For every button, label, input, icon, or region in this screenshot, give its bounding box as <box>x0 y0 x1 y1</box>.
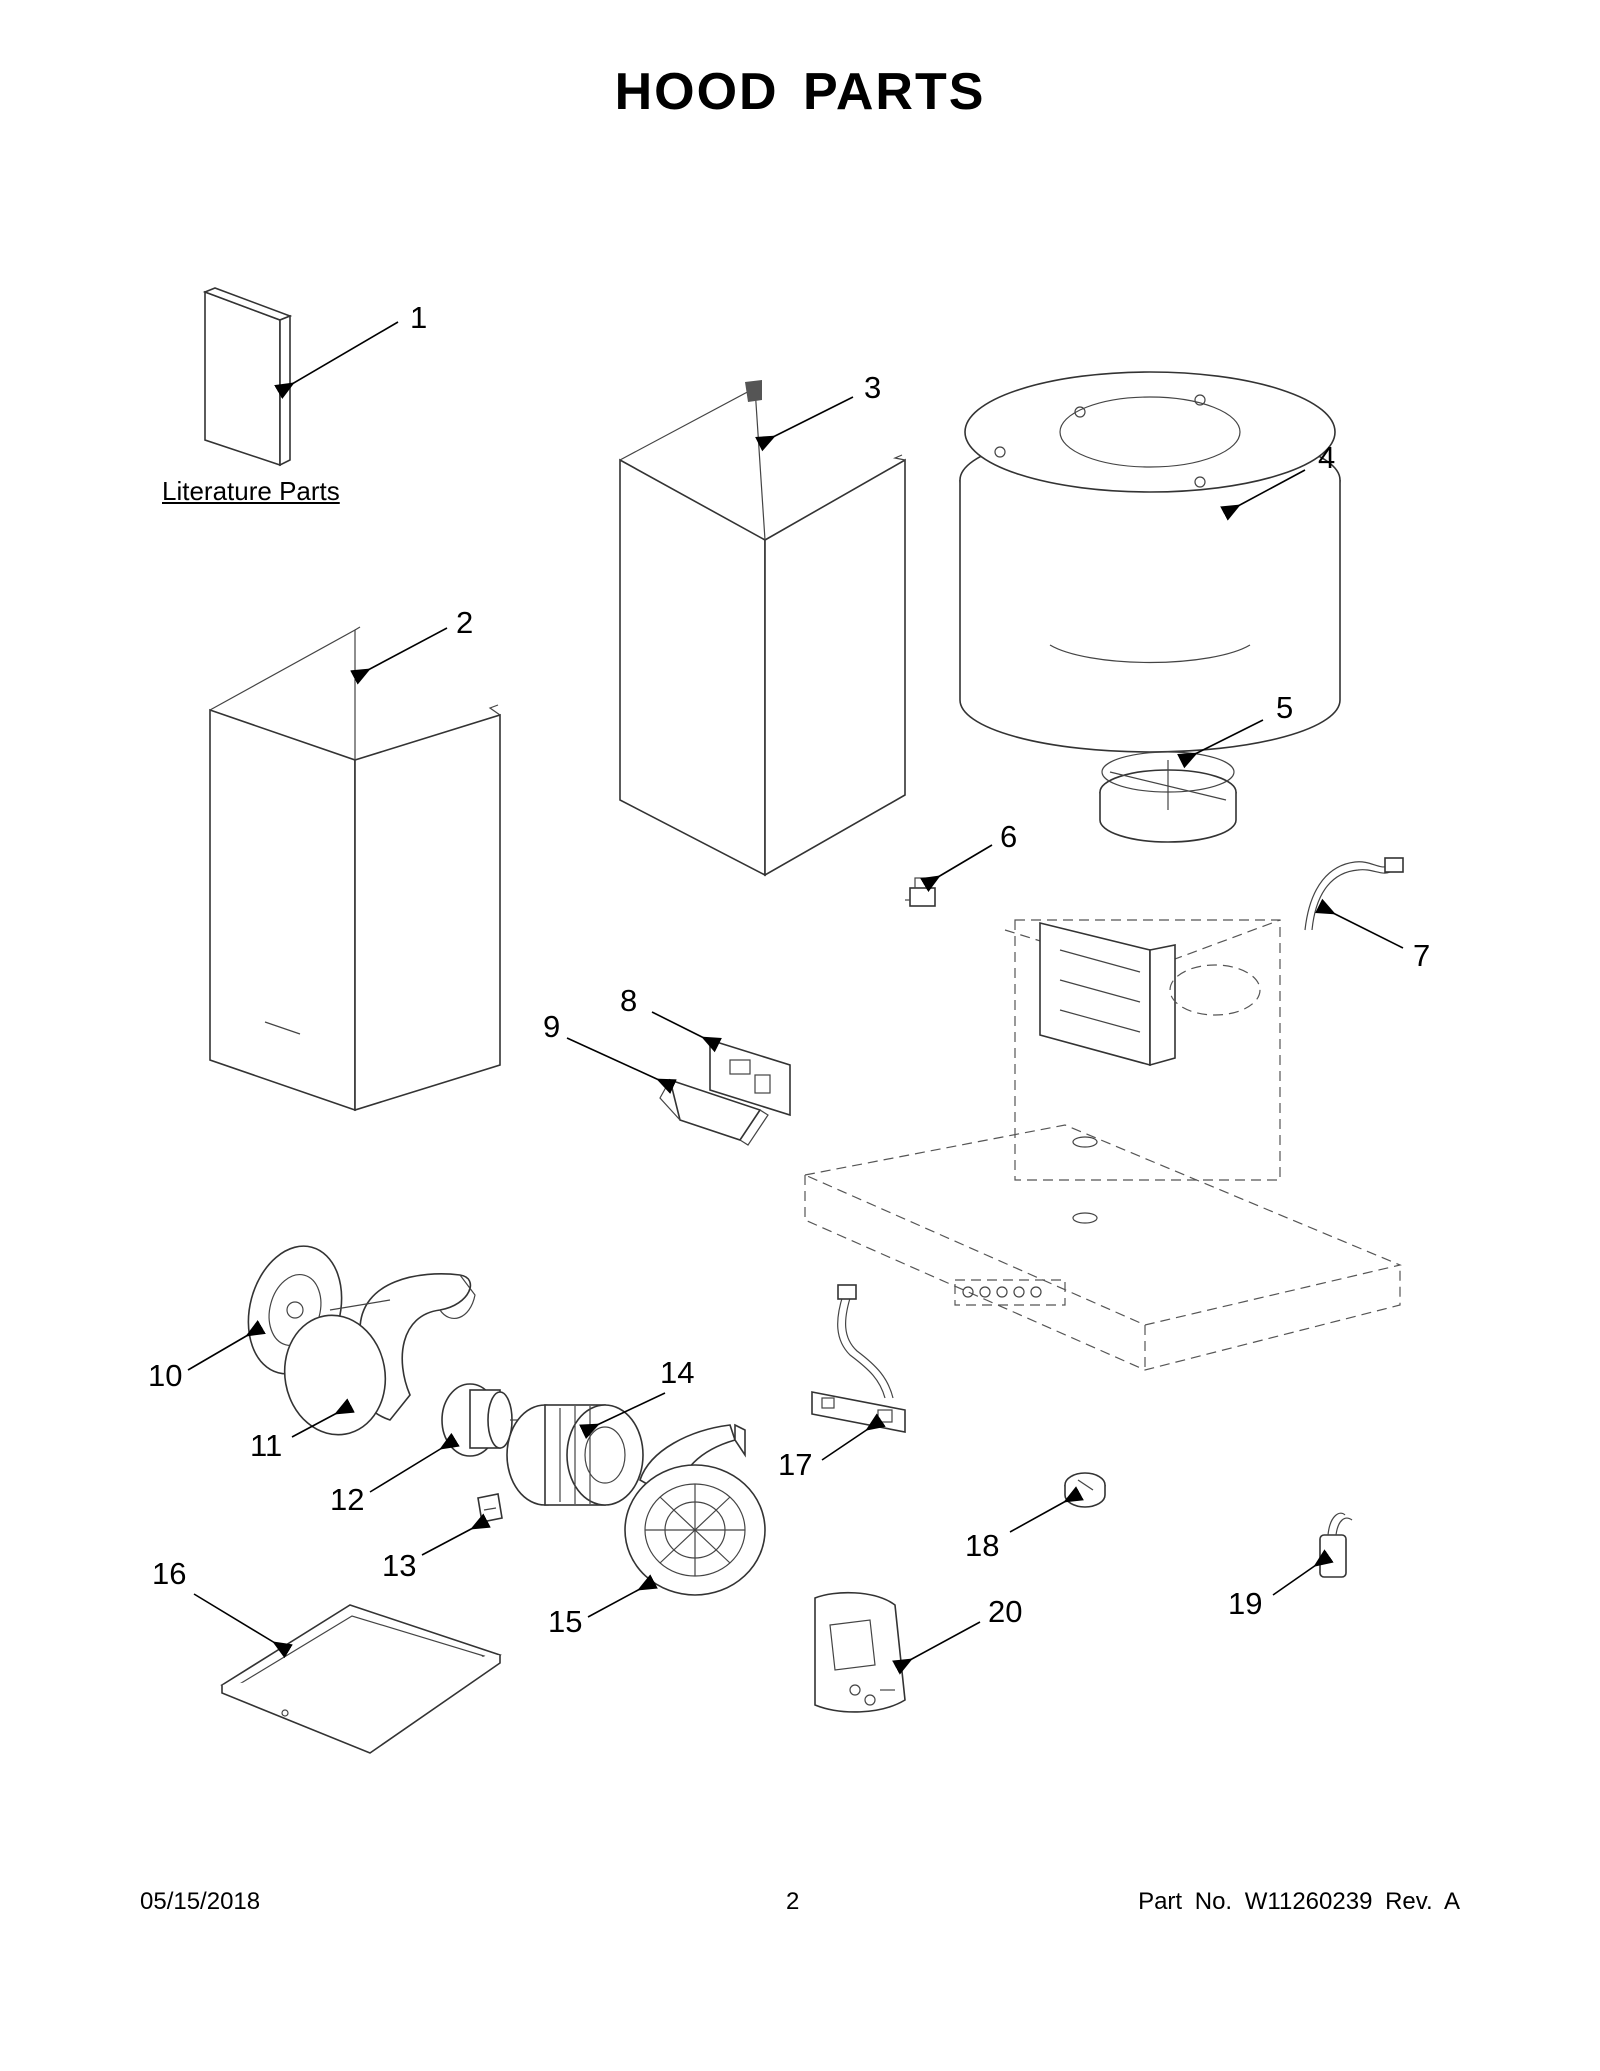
callout-15: 15 <box>548 1604 582 1639</box>
callout-labels: 1 2 3 4 5 6 7 8 9 10 11 12 13 14 15 16 1… <box>148 300 1430 1639</box>
footer-page-number: 2 <box>786 1888 800 1915</box>
callout-7: 7 <box>1413 938 1430 973</box>
callout-14: 14 <box>660 1355 694 1390</box>
callout-1: 1 <box>410 300 427 335</box>
callout-10: 10 <box>148 1358 182 1393</box>
main-hood-assembly <box>803 919 1402 1371</box>
part-8-control-board <box>709 1038 791 1117</box>
callout-4: 4 <box>1318 440 1335 475</box>
callout-17: 17 <box>778 1447 812 1482</box>
callout-3: 3 <box>864 370 881 405</box>
part-20-hardware-bag <box>814 1591 906 1713</box>
part-14-blower-wheel <box>506 1404 644 1506</box>
part-7-wire-harness <box>1304 857 1404 931</box>
page-title: HOOD PARTS <box>614 63 986 121</box>
callout-16: 16 <box>152 1556 186 1591</box>
callout-8: 8 <box>620 983 637 1018</box>
part-15-blower-housing <box>624 1423 766 1596</box>
footer-date: 05/15/2018 <box>140 1888 261 1915</box>
part-6-switch <box>905 877 936 907</box>
callout-6: 6 <box>1000 819 1017 854</box>
part-1-literature-booklet <box>202 287 293 467</box>
footer-part-number: Part No. W11260239 Rev. A <box>1138 1888 1460 1915</box>
part-18-knob <box>1064 1472 1106 1508</box>
part-5-damper-collar <box>1099 751 1237 843</box>
part-2-lower-chimney-cover <box>209 626 501 1112</box>
callout-19: 19 <box>1228 1586 1262 1621</box>
callout-13: 13 <box>382 1548 416 1583</box>
callout-18: 18 <box>965 1528 999 1563</box>
callout-12: 12 <box>330 1482 364 1517</box>
part-19-capacitor <box>1319 1512 1353 1578</box>
callout-11: 11 <box>250 1428 282 1463</box>
part-11-blower-scroll <box>283 1273 476 1436</box>
part-17-control-panel <box>811 1284 906 1433</box>
part-13-clip <box>477 1493 503 1523</box>
callout-9: 9 <box>543 1009 560 1044</box>
part-3-upper-chimney-cover <box>619 380 906 877</box>
part-16-grease-filter <box>220 1604 502 1754</box>
part-4-cylinder-housing <box>959 371 1341 753</box>
callout-leaders <box>187 321 1404 1675</box>
callout-5: 5 <box>1276 690 1293 725</box>
callout-2: 2 <box>456 605 473 640</box>
literature-parts-label: Literature Parts <box>162 476 340 506</box>
callout-20: 20 <box>988 1594 1022 1629</box>
